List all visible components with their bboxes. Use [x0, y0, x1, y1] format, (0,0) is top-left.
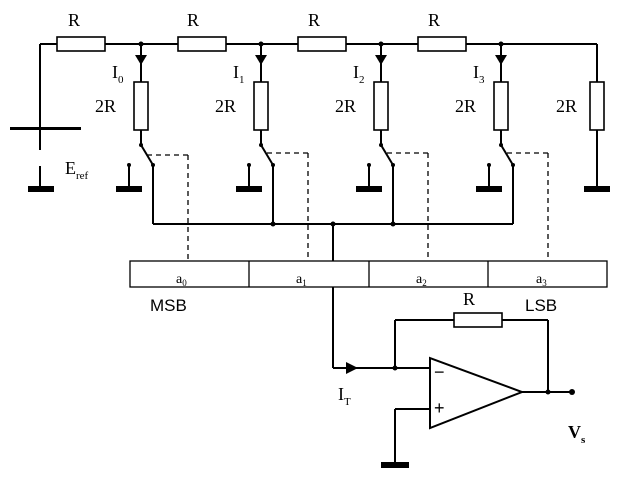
- msb-label: MSB: [150, 296, 187, 315]
- shunt-resistor-3-label: 2R: [455, 96, 476, 116]
- op-amp-minus: −: [434, 362, 445, 382]
- branch-1: I1 2R: [215, 41, 309, 260]
- current-arrow-0: [135, 55, 147, 65]
- current-label-2: I2: [353, 62, 365, 86]
- bit-label-2: a2: [416, 272, 427, 288]
- op-amp-plus: +: [434, 398, 445, 418]
- switch-blade-1: [260, 144, 274, 166]
- series-resistor-2-label: R: [187, 10, 199, 30]
- summing-bus: IT: [153, 221, 513, 408]
- current-arrow-total: [346, 362, 358, 374]
- branch-3: I3 2R: [455, 41, 549, 260]
- op-amp-triangle: [429, 356, 525, 430]
- current-label-0: I0: [112, 62, 124, 86]
- shunt-resistor-2-label: 2R: [335, 96, 356, 116]
- bit-label-3: a3: [536, 272, 547, 288]
- series-resistor-1-label: R: [68, 10, 80, 30]
- series-resistor-4: R: [417, 10, 467, 52]
- feedback-network: R: [392, 289, 549, 392]
- current-arrow-2: [375, 55, 387, 65]
- ground-1: [236, 186, 262, 192]
- output-label: Vs: [568, 422, 586, 446]
- ground-3: [476, 186, 502, 192]
- ground-2: [356, 186, 382, 192]
- switch-blade-3: [500, 144, 514, 166]
- bit-label-1: a1: [296, 272, 307, 288]
- shunt-resistor-0-label: 2R: [95, 96, 116, 116]
- termination-branch: 2R: [556, 44, 610, 192]
- branch-0: I0 2R: [95, 41, 189, 260]
- top-rail: [39, 43, 597, 128]
- feedback-resistor-label: R: [463, 289, 475, 309]
- current-arrow-1: [255, 55, 267, 65]
- reference-battery: Eref: [10, 127, 89, 192]
- current-label-1: I1: [233, 62, 245, 86]
- series-resistor-1: R: [56, 10, 106, 52]
- op-amp: − + Vs: [381, 356, 586, 468]
- series-resistor-2: R: [177, 10, 227, 52]
- current-label-3: I3: [473, 62, 485, 86]
- series-resistor-3: R: [297, 10, 347, 52]
- total-current-label: IT: [338, 384, 351, 408]
- feedback-resistor: [453, 312, 503, 328]
- current-arrow-3: [495, 55, 507, 65]
- ground-0: [116, 186, 142, 192]
- series-resistor-4-label: R: [428, 10, 440, 30]
- lsb-label: LSB: [525, 296, 557, 315]
- output-terminal: [569, 389, 575, 395]
- input-register: a0 a1 a2 a3: [129, 260, 608, 288]
- bit-label-0: a0: [176, 272, 187, 288]
- series-resistor-3-label: R: [308, 10, 320, 30]
- switch-blade-2: [380, 144, 394, 166]
- ground-termination: [584, 186, 610, 192]
- reference-label: Eref: [65, 158, 89, 182]
- termination-resistor-label: 2R: [556, 96, 577, 116]
- ground-op-amp: [381, 462, 409, 468]
- shunt-resistor-1-label: 2R: [215, 96, 236, 116]
- branch-2: I2 2R: [335, 41, 429, 260]
